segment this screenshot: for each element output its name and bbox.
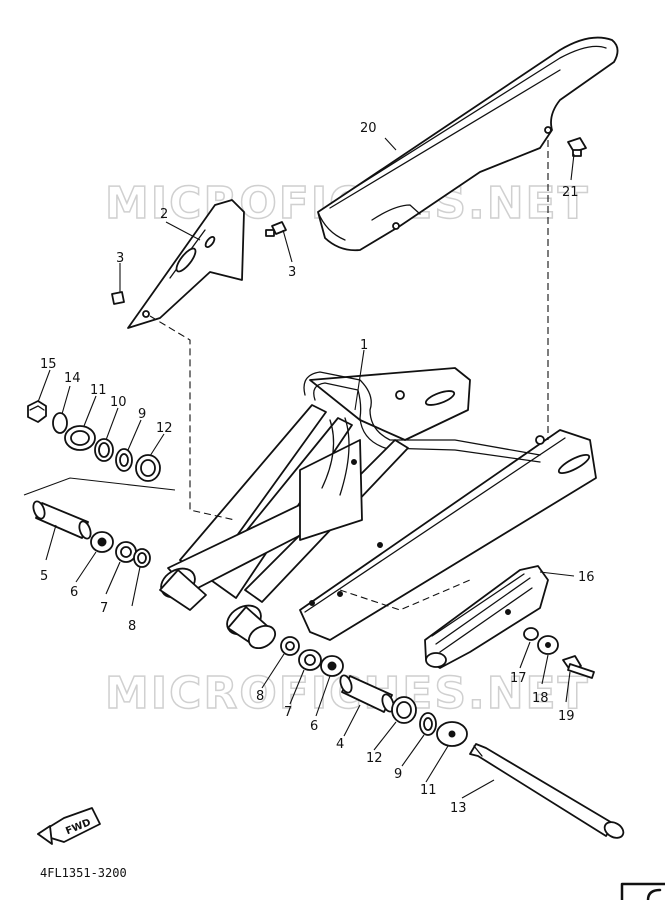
washer-9-lower xyxy=(419,712,437,736)
callout-7-lower: 7 xyxy=(284,705,292,720)
callout-20: 20 xyxy=(360,121,377,136)
bushing-7-lower xyxy=(298,649,322,671)
chain-case-part xyxy=(317,36,619,252)
callout-6-lower: 6 xyxy=(310,719,318,734)
washer-18 xyxy=(537,635,559,655)
washer-9-upper xyxy=(115,448,133,472)
callout-12-upper: 12 xyxy=(156,421,173,436)
callout-labels: 20 21 2 3 3 1 15 14 11 10 9 12 5 6 7 8 8… xyxy=(40,121,595,816)
leader-lines xyxy=(37,137,575,799)
callout-17: 17 xyxy=(510,671,527,686)
callout-8-lower: 8 xyxy=(256,689,264,704)
seal-8-lower xyxy=(280,636,300,656)
drawing-code: 4FL1351-3200 xyxy=(40,866,127,880)
cap-11-lower xyxy=(436,721,468,747)
bearing-6-upper xyxy=(90,531,114,553)
callout-14: 14 xyxy=(64,371,81,386)
nut-15 xyxy=(27,400,47,423)
assembly-line-bracket xyxy=(149,315,236,521)
callout-10: 10 xyxy=(110,395,127,410)
assembly-line-pivot xyxy=(339,579,471,611)
swingarm-part xyxy=(159,367,597,650)
collar-17 xyxy=(523,627,539,641)
collar-5 xyxy=(32,500,92,540)
bolt-21 xyxy=(567,137,587,157)
callout-9-lower: 9 xyxy=(394,767,402,782)
bolt-3-left xyxy=(111,291,125,305)
callout-18: 18 xyxy=(532,691,549,706)
callout-6-upper: 6 xyxy=(70,585,78,600)
corner-box xyxy=(620,882,665,900)
bolt-19 xyxy=(562,655,595,679)
callout-21: 21 xyxy=(562,185,579,200)
pivot-shaft-13 xyxy=(469,743,625,839)
callout-9-upper: 9 xyxy=(138,407,146,422)
callout-7-upper: 7 xyxy=(100,601,108,616)
callout-1: 1 xyxy=(360,338,368,353)
seal-12-upper xyxy=(135,454,161,482)
chain-slider-part xyxy=(424,565,549,669)
bolt-3-right xyxy=(265,221,287,237)
callout-12-lower: 12 xyxy=(366,751,383,766)
collar-4 xyxy=(339,674,395,713)
callout-3-right: 3 xyxy=(288,265,296,280)
bushing-7-upper xyxy=(115,541,137,563)
callout-16: 16 xyxy=(578,570,595,585)
callout-8-upper: 8 xyxy=(128,619,136,634)
forward-arrow-icon: FWD xyxy=(37,807,101,845)
callout-15: 15 xyxy=(40,357,57,372)
callout-13: 13 xyxy=(450,801,467,816)
washer-10 xyxy=(94,438,114,462)
callout-11-lower: 11 xyxy=(420,783,437,798)
callout-3-left: 3 xyxy=(116,251,124,266)
callout-4: 4 xyxy=(336,737,344,752)
callout-2: 2 xyxy=(160,207,168,222)
callout-5: 5 xyxy=(40,569,48,584)
washer-14 xyxy=(52,412,68,434)
bearing-6-lower xyxy=(320,655,344,677)
cap-11-upper xyxy=(64,425,96,451)
group-line-upper xyxy=(23,477,176,496)
guard-bracket-part xyxy=(127,199,245,329)
seal-8-upper xyxy=(133,548,151,568)
seal-12-lower xyxy=(391,696,417,724)
callout-11-upper: 11 xyxy=(90,383,107,398)
callout-19: 19 xyxy=(558,709,575,724)
